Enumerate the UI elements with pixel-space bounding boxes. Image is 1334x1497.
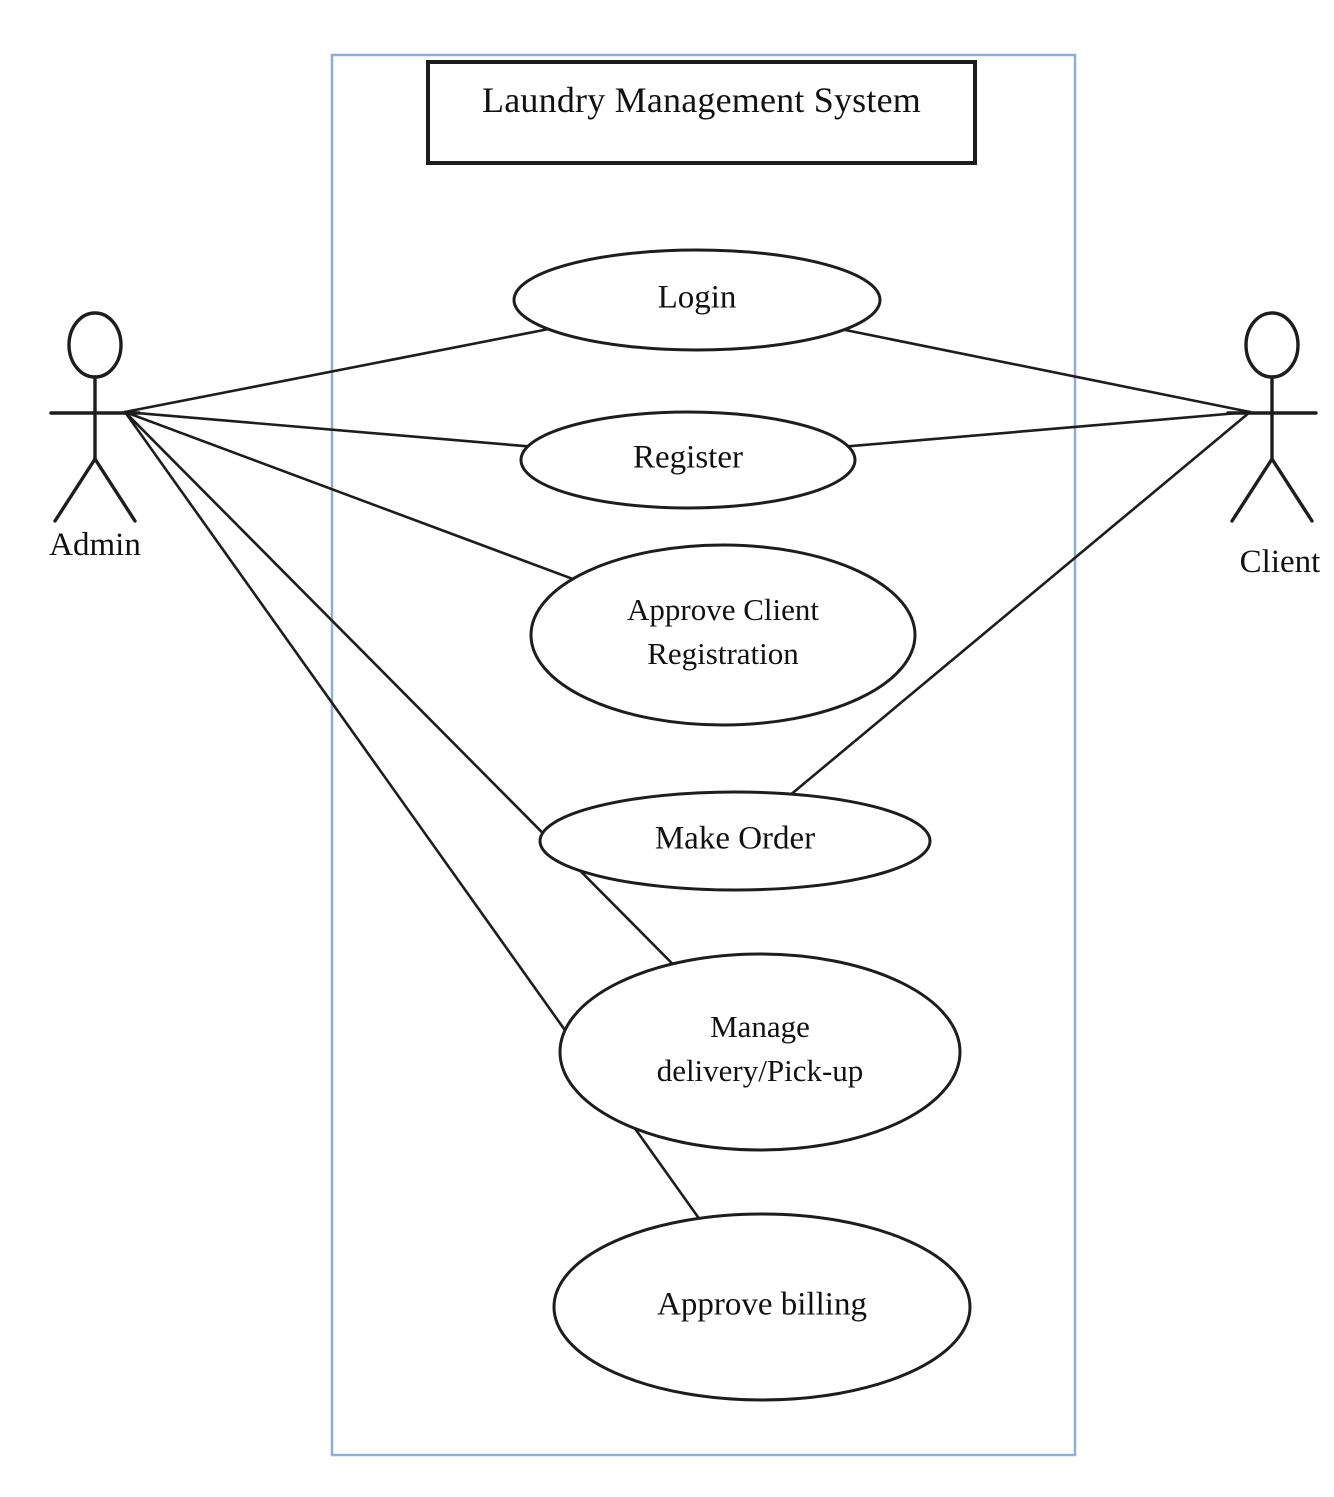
use-case-ellipse-approve-billing [552, 1212, 972, 1402]
actor-leg-right-client [1270, 457, 1314, 523]
use-case-ellipse-approve-client-registration [529, 543, 917, 727]
association-line-client-make-order [790, 410, 1252, 796]
system-title-group: Laundry Management System [426, 60, 977, 165]
use-case-make-order[interactable]: Make Order [538, 790, 932, 892]
use-case-label-manage-delivery-pickup: delivery/Pick-up [657, 1053, 864, 1088]
actor-head-admin [67, 311, 123, 379]
use-case-ellipse-manage-delivery-pickup [558, 952, 962, 1152]
use-case-ellipse-register [519, 410, 857, 510]
use-case-label-login: Login [658, 280, 737, 316]
actor-client[interactable]: Client [1226, 311, 1321, 580]
use-case-login[interactable]: Login [512, 248, 882, 352]
association-line-client-register [846, 410, 1252, 448]
actor-leg-right-admin [93, 457, 137, 523]
use-case-approve-billing[interactable]: Approve billing [552, 1212, 972, 1402]
association-line-admin-approve-client-registration [123, 410, 575, 581]
actor-leg-left-client [1230, 457, 1274, 523]
use-case-label-approve-client-registration: Registration [647, 636, 799, 671]
use-case-label-manage-delivery-pickup: Manage [710, 1009, 810, 1044]
use-case-register[interactable]: Register [519, 410, 857, 510]
system-title-text: Laundry Management System [482, 80, 921, 120]
actor-group: Admin Client [49, 311, 1321, 580]
use-case-manage-delivery-pickup[interactable]: Manage delivery/Pick-up [558, 952, 962, 1152]
use-case-ellipse-login [512, 248, 882, 352]
use-case-label-approve-billing: Approve billing [657, 1287, 867, 1323]
actor-admin[interactable]: Admin [49, 311, 141, 563]
actor-label-admin: Admin [49, 527, 141, 563]
association-line-admin-register [123, 410, 530, 448]
actor-leg-left-admin [53, 457, 97, 523]
association-line-client-login [842, 328, 1252, 414]
use-case-label-register: Register [633, 440, 743, 476]
use-case-label-approve-client-registration: Approve Client [627, 592, 819, 627]
system-boundary-box [330, 53, 1077, 1457]
association-line-admin-login [123, 327, 550, 414]
use-case-ellipse-make-order [538, 790, 932, 892]
actor-head-client [1244, 311, 1300, 379]
use-case-label-make-order: Make Order [655, 821, 815, 857]
actor-label-client: Client [1240, 544, 1321, 580]
system-title-box [426, 60, 977, 165]
